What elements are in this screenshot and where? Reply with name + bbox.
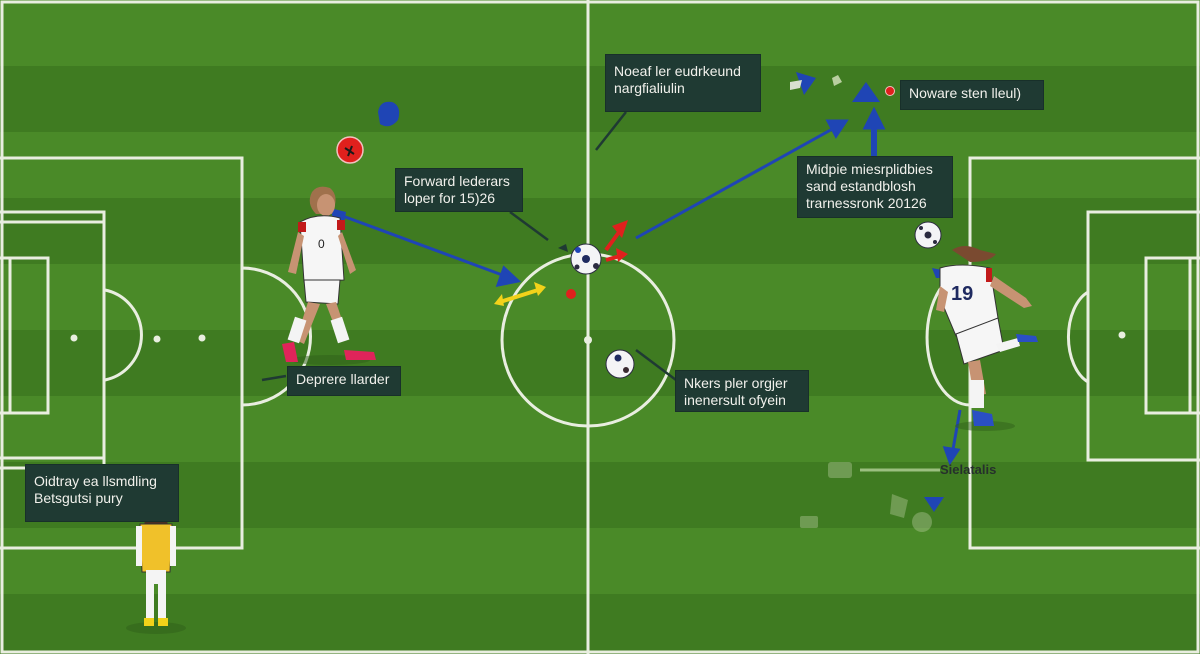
center-spot — [584, 336, 592, 344]
right-penalty-area — [968, 156, 1200, 550]
arrow-blue-pass — [339, 213, 506, 278]
label-top-center: Noeaf ler eudrkeund nargfialiulin — [605, 54, 761, 112]
sideline-player — [126, 504, 186, 634]
arrow-yellow — [494, 282, 546, 306]
soccer-ball-icon — [914, 221, 942, 249]
left-forward-player: 0 — [282, 186, 376, 365]
left-penalty-area — [0, 156, 244, 550]
label-defender: Deprere llarder — [287, 366, 401, 396]
blue-marker-small — [924, 497, 944, 512]
left-arc-outer — [241, 266, 312, 407]
right-striker-player: 19 — [936, 246, 1038, 431]
label-center-note: Nkers pler orgjer inenersult ofyein — [675, 370, 809, 412]
arrow-blue-long — [635, 125, 837, 240]
blue-marker-icon — [378, 101, 400, 127]
left-penalty-spot — [70, 334, 78, 342]
left-goal-area — [0, 210, 106, 470]
label-midfield: Midpie miesrplidbies sand estandblosh tr… — [797, 156, 953, 218]
right-penalty-arc — [1066, 290, 1089, 384]
label-forward: Forward lederars loper for 15)26 — [395, 168, 523, 212]
left-player-number: 0 — [318, 237, 325, 251]
soccer-ball-icon — [570, 243, 602, 275]
triangle-marker-icon — [852, 82, 880, 102]
right-player-number: 19 — [951, 283, 973, 305]
soccer-ball-icon — [605, 349, 635, 379]
label-bottom-right: Sielatalis — [940, 462, 997, 477]
red-dot-marker — [566, 289, 576, 299]
label-bottom-left: Oidtray ea llsmdling Betsgutsi pury — [25, 464, 179, 522]
right-goal-area — [1086, 210, 1200, 462]
blue-arrowhead-icon — [796, 72, 816, 95]
label-top-right: Noware sten lleul) — [900, 80, 1044, 110]
right-penalty-spot — [1118, 331, 1126, 339]
left-penalty-arc — [104, 288, 143, 382]
